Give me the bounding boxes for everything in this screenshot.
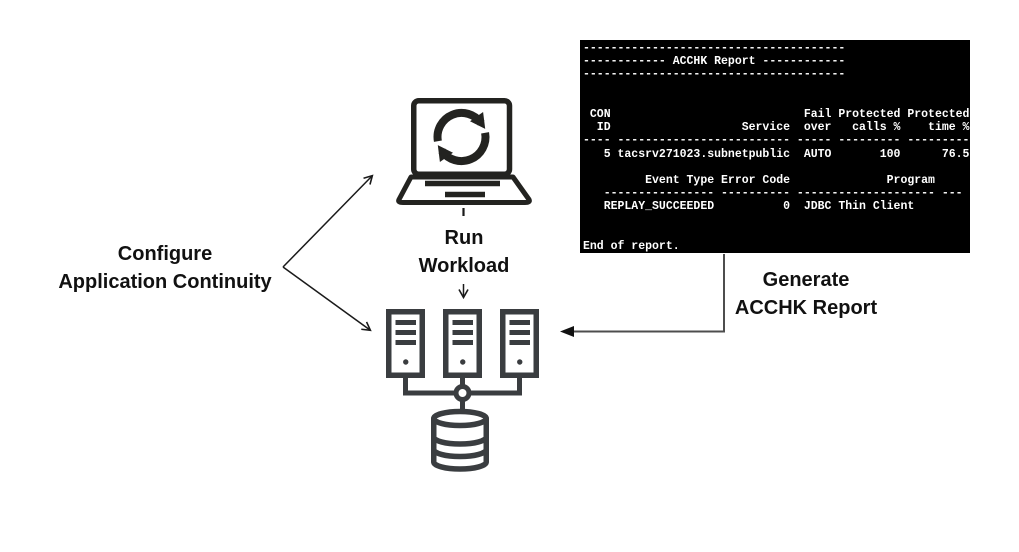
server-db-connector-lines — [403, 373, 522, 412]
configure-label-line2: Application Continuity — [58, 271, 272, 293]
run-workload-label-line1: Run — [444, 227, 484, 249]
generate-report-label-line2: ACCHK Report — [734, 297, 878, 319]
acchk-report-terminal: -------------------------------------- -… — [580, 40, 970, 253]
workload-connector — [458, 208, 469, 300]
connector-node — [453, 384, 472, 402]
configure-arrows — [282, 174, 374, 332]
server-cluster-icon — [380, 305, 545, 472]
server-icon-2 — [446, 312, 480, 376]
arrow-configure-to-laptop — [282, 174, 374, 268]
configure-label: Configure Application Continuity — [30, 240, 300, 296]
laptop-icon — [396, 98, 532, 205]
arrow-configure-to-servers — [282, 266, 372, 332]
run-workload-label: Run Workload — [394, 224, 534, 280]
server-icon-1 — [389, 312, 423, 376]
acchk-report-text: -------------------------------------- -… — [583, 42, 970, 253]
sync-arrows-icon — [433, 108, 490, 166]
left-arrowhead — [560, 326, 574, 337]
generate-report-label: Generate ACCHK Report — [688, 266, 924, 322]
run-workload-label-line2: Workload — [418, 255, 510, 277]
arrow-terminal-to-servers — [560, 254, 725, 337]
database-icon — [431, 408, 489, 472]
generate-report-label-line1: Generate — [762, 269, 850, 291]
server-icon-3 — [503, 312, 537, 376]
configure-label-line1: Configure — [117, 243, 213, 265]
laptop-screen — [411, 98, 513, 177]
